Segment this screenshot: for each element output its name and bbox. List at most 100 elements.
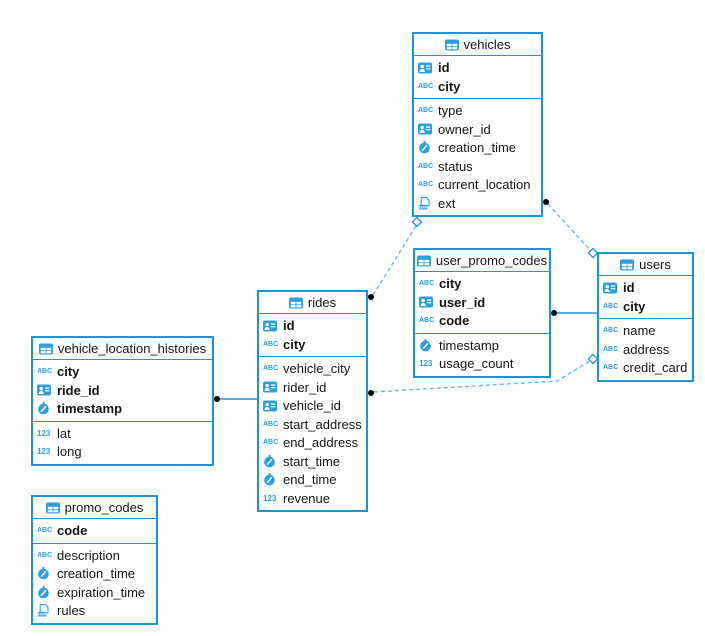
field-row[interactable]: ABC code <box>33 522 156 541</box>
field-name: start_time <box>283 453 341 469</box>
field-row[interactable]: timestamp <box>415 336 549 355</box>
table-name: rides <box>307 295 337 310</box>
field-row[interactable]: timestamp <box>33 400 212 419</box>
field-name: creation_time <box>438 140 517 156</box>
field-name: ride_id <box>57 382 100 398</box>
field-row[interactable]: ABC credit_card <box>599 359 692 378</box>
id-badge-icon <box>263 320 280 332</box>
field-name: usage_count <box>439 356 514 372</box>
field-row[interactable]: id <box>599 279 692 298</box>
table-header[interactable]: users <box>599 254 692 276</box>
relationship-line-rides-users[interactable] <box>373 360 591 393</box>
abc-text-icon: ABC <box>603 302 619 310</box>
field-row[interactable]: vehicle_id <box>259 397 366 416</box>
abc-text-icon: ABC <box>263 420 279 428</box>
endpoint-dot-icon <box>551 310 557 316</box>
field-row[interactable]: ABC city <box>414 77 541 96</box>
table-header[interactable]: vehicles <box>414 34 541 56</box>
table-header[interactable]: rides <box>259 292 366 314</box>
abc-text-icon: ABC <box>418 82 434 90</box>
clock-icon <box>37 402 54 415</box>
table-grid-icon <box>288 297 303 309</box>
table-name: user_promo_codes <box>435 253 548 268</box>
table-grid-icon <box>620 259 635 271</box>
field-row[interactable]: end_time <box>259 471 366 490</box>
abc-text-icon: ABC <box>603 364 619 372</box>
table-header[interactable]: vehicle_location_histories <box>33 338 212 360</box>
field-name: user_id <box>439 294 486 310</box>
field-row[interactable]: rider_id <box>259 378 366 397</box>
field-row[interactable]: 123 lat <box>33 424 212 443</box>
field-row[interactable]: id <box>414 59 541 78</box>
field-row[interactable]: creation_time <box>33 565 156 584</box>
123-number-icon: 123 <box>37 428 51 438</box>
field-name: code <box>57 523 88 539</box>
field-row[interactable]: expiration_time <box>33 583 156 602</box>
abc-text-icon: ABC <box>263 439 279 447</box>
clock-icon <box>37 567 54 580</box>
field-name: city <box>57 364 80 380</box>
field-row[interactable]: owner_id <box>414 120 541 139</box>
table-header[interactable]: user_promo_codes <box>415 250 549 272</box>
id-badge-icon <box>418 62 435 74</box>
table-name: vehicles <box>463 37 511 52</box>
endpoint-diamond-icon <box>587 247 599 259</box>
field-row[interactable]: start_time <box>259 452 366 471</box>
relationship-line-vehicles-users[interactable] <box>547 203 591 251</box>
endpoint-dot-icon <box>368 294 374 300</box>
field-name: lat <box>57 425 71 441</box>
field-row[interactable]: user_id <box>415 293 549 312</box>
table-header[interactable]: promo_codes <box>33 497 156 519</box>
field-row[interactable]: id <box>259 317 366 336</box>
field-row[interactable]: ride_id <box>33 381 212 400</box>
relationship-line-rides-vehicles[interactable] <box>372 225 417 296</box>
field-name: id <box>438 60 450 76</box>
field-row[interactable]: creation_time <box>414 139 541 158</box>
abc-text-icon: ABC <box>37 527 53 535</box>
id-badge-icon <box>418 123 435 135</box>
abc-text-icon: ABC <box>418 162 434 170</box>
field-name: city <box>438 78 461 94</box>
table-name: promo_codes <box>64 500 144 515</box>
field-name: id <box>283 318 295 334</box>
svg-text:JSON: JSON <box>418 205 428 209</box>
field-name: rules <box>57 603 86 619</box>
field-name: name <box>623 323 656 339</box>
field-name: credit_card <box>623 360 688 376</box>
